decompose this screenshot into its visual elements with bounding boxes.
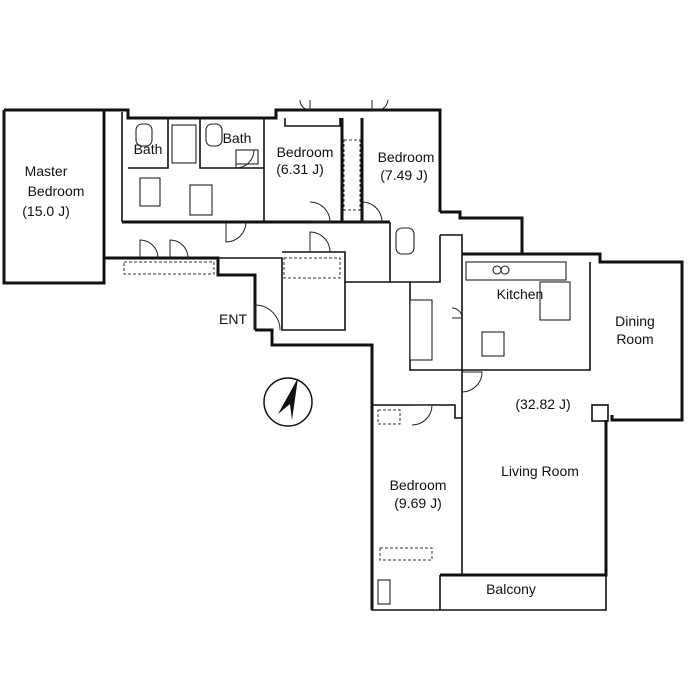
outer-walls — [2, 108, 684, 611]
fridge — [481, 331, 505, 357]
toilet — [135, 123, 153, 147]
washing-machine — [189, 184, 213, 216]
bedroom-3-size: (9.69 J) — [394, 495, 441, 511]
cupboard — [409, 299, 433, 361]
kitchen-island — [539, 281, 571, 321]
bathtub — [171, 124, 197, 164]
dining-room-label-line2: Room — [616, 331, 653, 347]
interior-walls — [102, 110, 609, 575]
bedroom-1-size: (6.31 J) — [276, 161, 323, 177]
kitchen-label: Kitchen — [497, 286, 544, 302]
sink — [139, 177, 161, 207]
bath-1-label: Bath — [134, 141, 163, 157]
master-bedroom-label-line2: Bedroom — [28, 183, 85, 199]
kitchen-counter — [465, 261, 567, 281]
dining-room-label-line1: Dining — [615, 313, 655, 329]
master-bedroom-size: (15.0 J) — [22, 203, 69, 219]
bedroom-3-label: Bedroom — [390, 477, 447, 493]
room-labels: Master Bedroom (15.0 J) Bath Bath Bedroo… — [22, 130, 655, 597]
sink — [235, 149, 259, 165]
entrance-label: ENT — [219, 311, 247, 327]
north-arrow-icon — [263, 377, 313, 427]
bath-2-label: Bath — [223, 130, 252, 146]
doors — [139, 99, 483, 426]
balcony-label: Balcony — [486, 581, 536, 597]
toilet — [205, 123, 223, 147]
living-room-label: Living Room — [501, 463, 579, 479]
ldk-size: (32.82 J) — [515, 396, 570, 412]
bedroom-2-label: Bedroom — [378, 149, 435, 165]
master-bedroom-label-line1: Master — [25, 163, 68, 179]
toilet — [395, 227, 415, 255]
bedroom-1-label: Bedroom — [277, 144, 334, 160]
fixtures — [123, 123, 571, 605]
bedroom-2-size: (7.49 J) — [380, 167, 427, 183]
